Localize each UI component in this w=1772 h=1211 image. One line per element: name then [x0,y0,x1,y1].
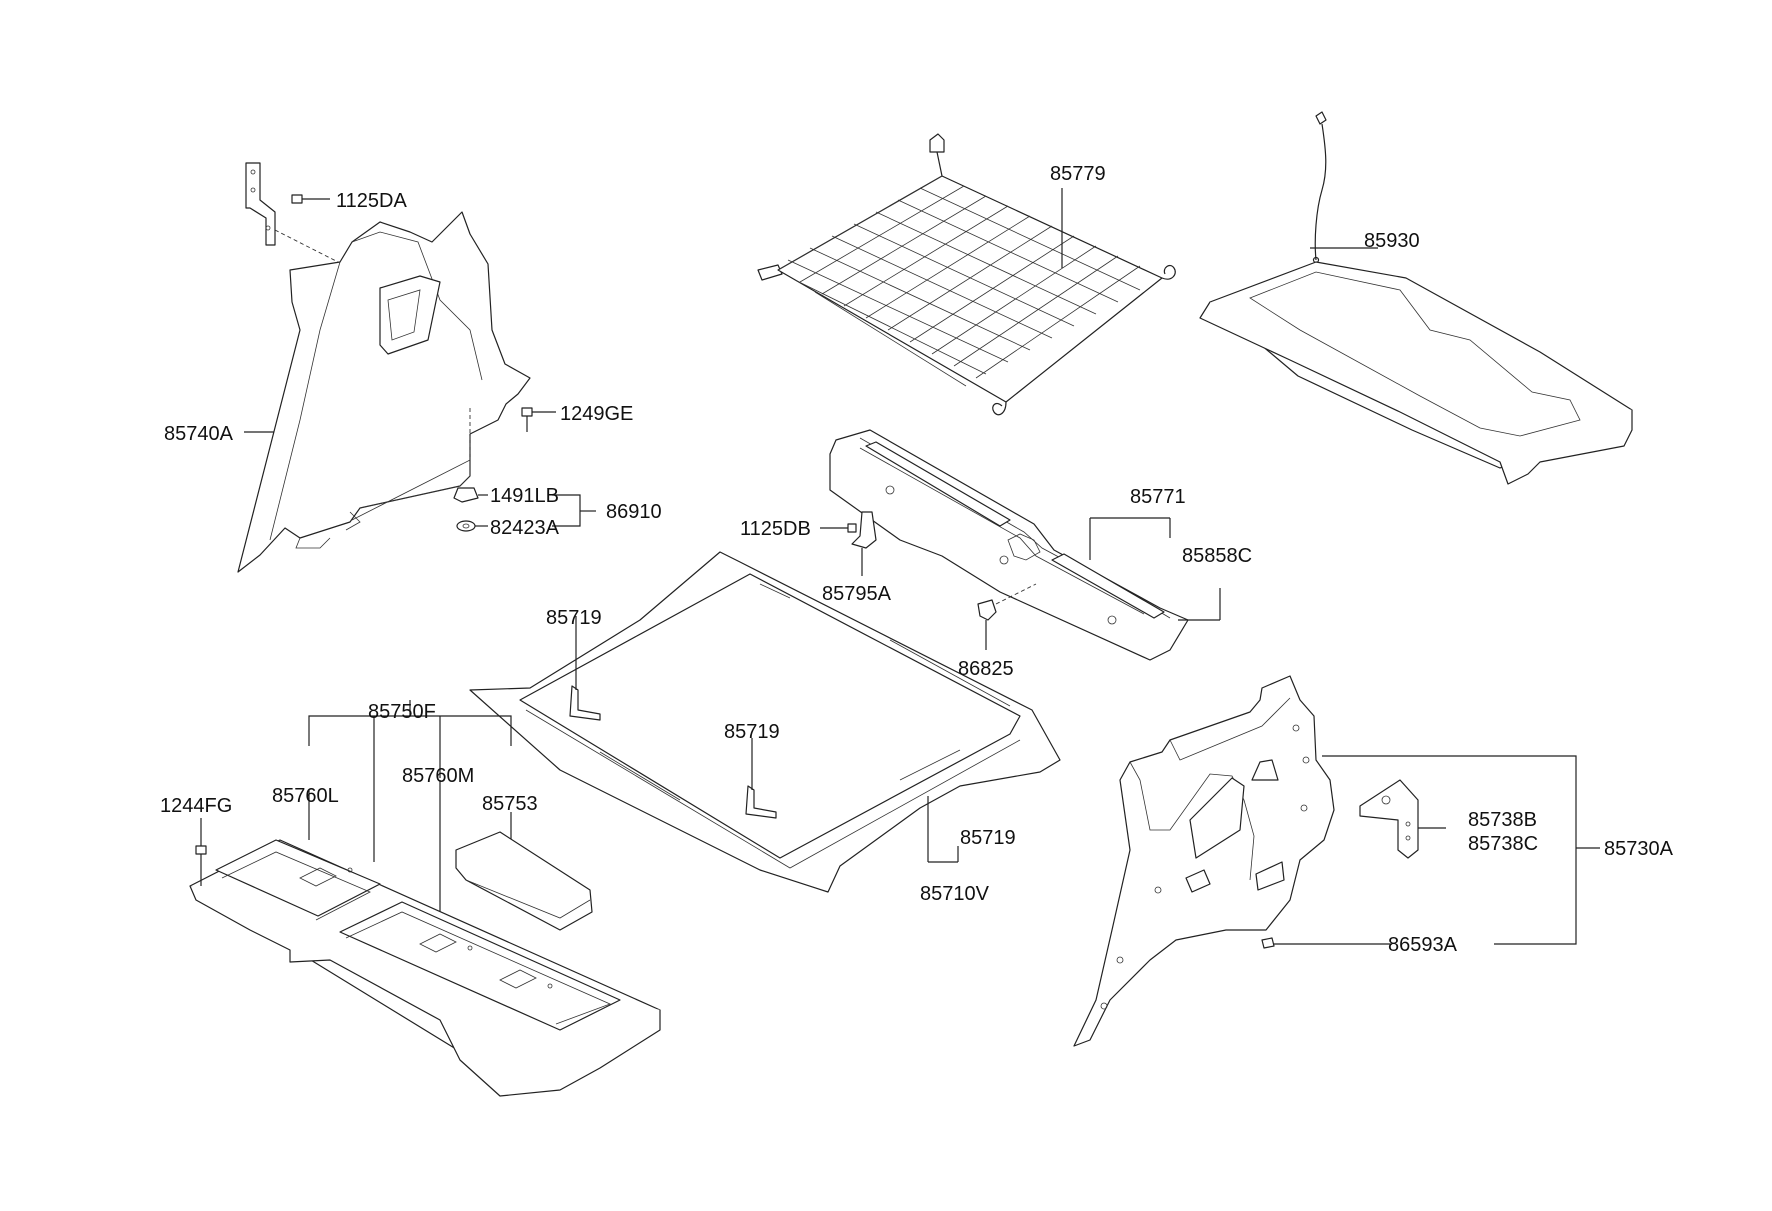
quarter-trim-left-part [237,162,596,573]
cargo-net-part [757,133,1176,416]
label-86593A: 86593A [1388,934,1458,956]
label-86910: 86910 [606,501,662,523]
label-85719-upper: 85719 [546,607,602,629]
luggage-floor-mat-part [469,551,1061,893]
label-1125DA: 1125DA [336,190,407,212]
label-82423A: 82423A [490,517,560,539]
label-85779: 85779 [1050,163,1106,185]
covering-shelf-part [1199,111,1633,485]
quarter-trim-right-part [1073,675,1600,1047]
label-85753: 85753 [482,793,538,815]
label-85771: 85771 [1130,486,1186,508]
label-85730A: 85730A [1604,838,1674,860]
luggage-tray-part [189,700,661,1097]
label-85740A: 85740A [164,423,234,445]
label-85858C: 85858C [1182,545,1252,567]
label-85738B: 85738B [1468,809,1537,831]
label-1491LB: 1491LB [490,485,559,507]
label-1249GE: 1249GE [560,403,633,425]
transverse-trim-part [820,429,1221,661]
label-86825: 86825 [958,658,1014,680]
label-85719-middle: 85719 [724,721,780,743]
label-85719-lower: 85719 [960,827,1016,849]
label-85930: 85930 [1364,230,1420,252]
label-85760M: 85760M [402,765,474,787]
label-85795A: 85795A [822,583,892,605]
label-85760L: 85760L [272,785,339,807]
label-1125DB: 1125DB [740,518,811,540]
label-85750F: 85750F [368,701,436,723]
label-85710V: 85710V [920,883,990,905]
label-1244FG: 1244FG [160,795,232,817]
label-85738C: 85738C [1468,833,1538,855]
